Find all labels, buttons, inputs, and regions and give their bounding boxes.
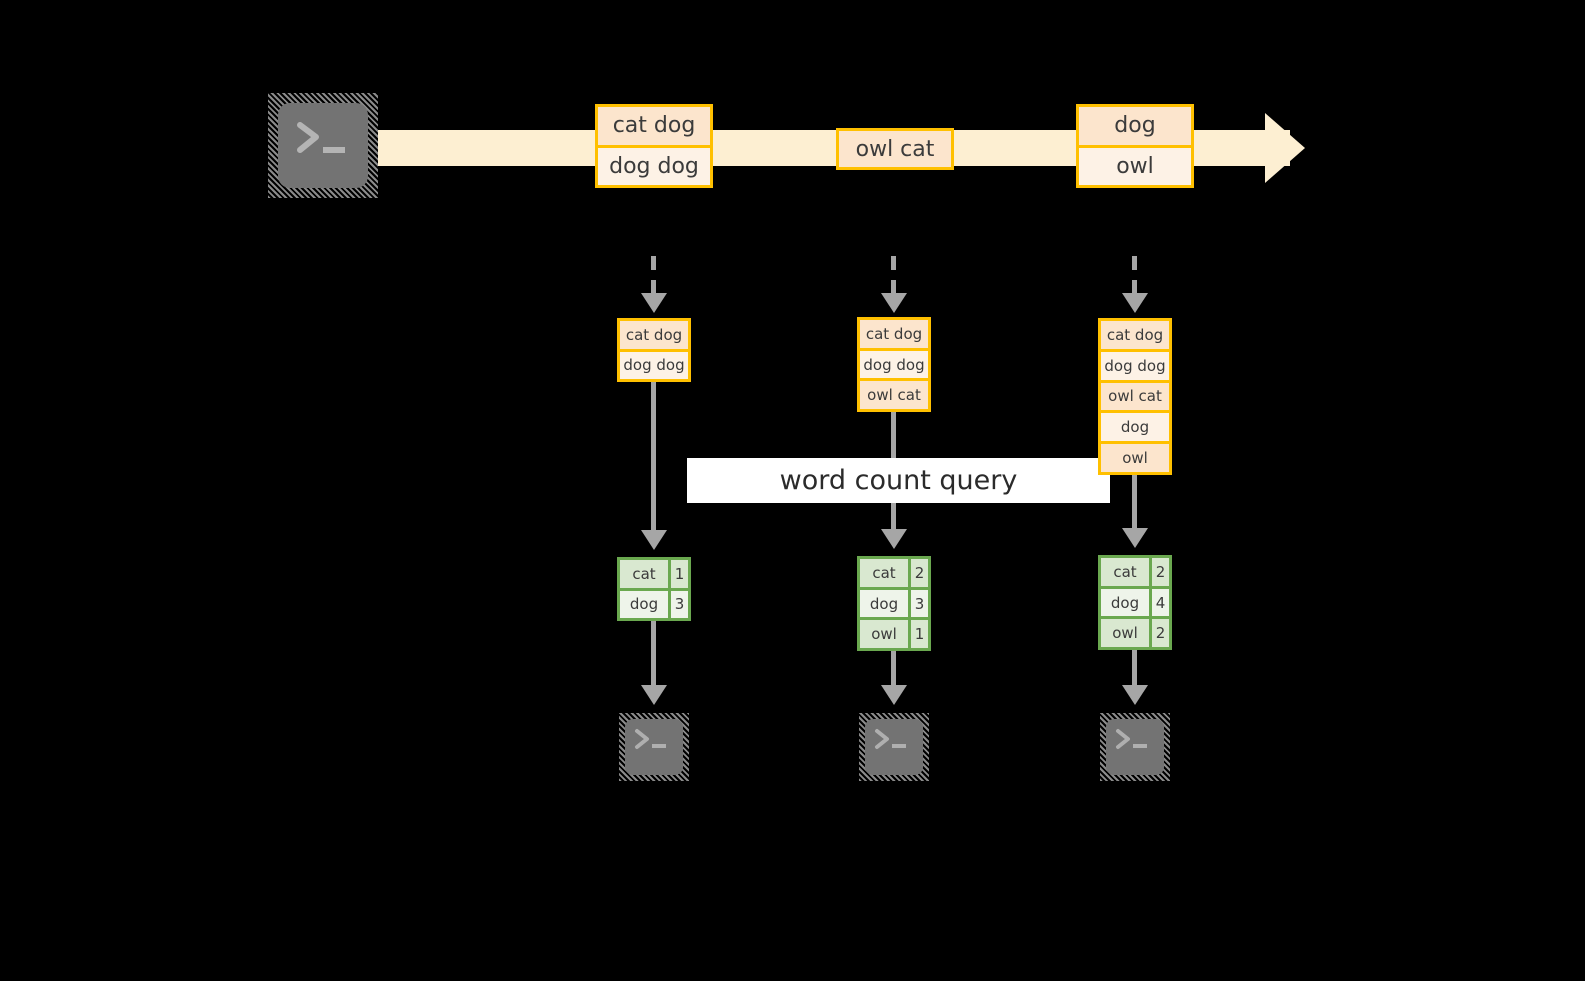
count-cell: 4 [1149,588,1169,617]
word-cell: dog [620,590,668,618]
query-banner: word count query [687,458,1110,503]
word-cell: cat [860,559,908,587]
input-line: dog dog [620,348,688,379]
table-row: owl 2 [1101,616,1169,648]
word-cell: dog [860,589,908,618]
query-connector-arrowhead-2 [881,529,907,549]
source-terminal-icon [268,93,378,198]
stream-timeline-arrowhead [1265,113,1305,183]
count-cell: 3 [908,589,928,618]
count-cell: 1 [668,560,688,588]
input-line: owl [1101,441,1169,472]
query-connector-arrowhead-3 [1122,528,1148,548]
query-connector-arrowhead-1 [641,530,667,550]
word-cell: cat [1101,558,1149,586]
word-count-table-1: cat 1 dog 3 [617,557,691,621]
count-cell: 1 [908,620,928,649]
stream-event-line: owl cat [839,131,951,167]
accumulated-input-box-3: cat dog dog dog owl cat dog owl [1098,318,1172,475]
terminal-prompt-glyph [297,122,345,153]
table-row: dog 3 [860,586,928,618]
query-banner-label: word count query [779,465,1018,496]
sink-connector-arrowhead-2 [881,685,907,705]
stream-tap-arrowhead-1 [641,293,667,313]
stream-event-line: dog dog [598,144,710,185]
table-row: cat 1 [620,560,688,588]
word-count-table-2: cat 2 dog 3 owl 1 [857,556,931,651]
stream-tap-dashed-line-3 [1132,256,1137,294]
accumulated-input-box-1: cat dog dog dog [617,318,691,382]
input-line: dog dog [860,347,928,379]
stream-event-box-1: cat dog dog dog [595,104,713,188]
input-line: cat dog [860,320,928,348]
stream-event-box-2: owl cat [836,128,954,170]
count-cell: 2 [1149,619,1169,648]
sink-connector-arrowhead-1 [641,685,667,705]
terminal-prompt-glyph [635,729,666,749]
table-row: owl 1 [860,617,928,649]
count-cell: 2 [1149,558,1169,586]
sink-terminal-icon-3 [1100,713,1170,781]
accumulated-input-box-2: cat dog dog dog owl cat [857,317,931,412]
sink-terminal-icon-1 [619,713,689,781]
word-cell: dog [1101,588,1149,617]
stream-tap-arrowhead-3 [1122,293,1148,313]
word-cell: cat [620,560,668,588]
table-row: dog 4 [1101,585,1169,617]
sink-connector-line-3 [1132,650,1137,688]
input-line: dog dog [1101,348,1169,380]
table-row: dog 3 [620,587,688,618]
stream-tap-arrowhead-2 [881,293,907,313]
count-cell: 3 [668,590,688,618]
input-line: owl cat [860,378,928,410]
table-row: cat 2 [860,559,928,587]
stream-event-line: cat dog [598,107,710,145]
sink-connector-line-1 [651,621,656,688]
terminal-prompt-glyph [875,729,906,749]
sink-connector-line-2 [891,651,896,688]
input-line: cat dog [1101,321,1169,349]
word-cell: owl [1101,619,1149,648]
input-line: owl cat [1101,379,1169,411]
word-count-table-3: cat 2 dog 4 owl 2 [1098,555,1172,650]
count-cell: 2 [908,559,928,587]
stream-event-line: owl [1079,144,1191,185]
input-line: dog [1101,410,1169,442]
stream-event-line: dog [1079,107,1191,145]
terminal-prompt-glyph [1116,729,1147,749]
sink-connector-arrowhead-3 [1122,685,1148,705]
sink-terminal-icon-2 [859,713,929,781]
terminal-screen [278,103,368,188]
query-connector-line-1 [651,382,656,533]
input-line: cat dog [620,321,688,349]
table-row: cat 2 [1101,558,1169,586]
query-connector-line-3 [1132,475,1137,532]
stream-tap-dashed-line-2 [891,256,896,294]
stream-tap-dashed-line-1 [651,256,656,294]
word-cell: owl [860,620,908,649]
stream-event-box-3: dog owl [1076,104,1194,188]
